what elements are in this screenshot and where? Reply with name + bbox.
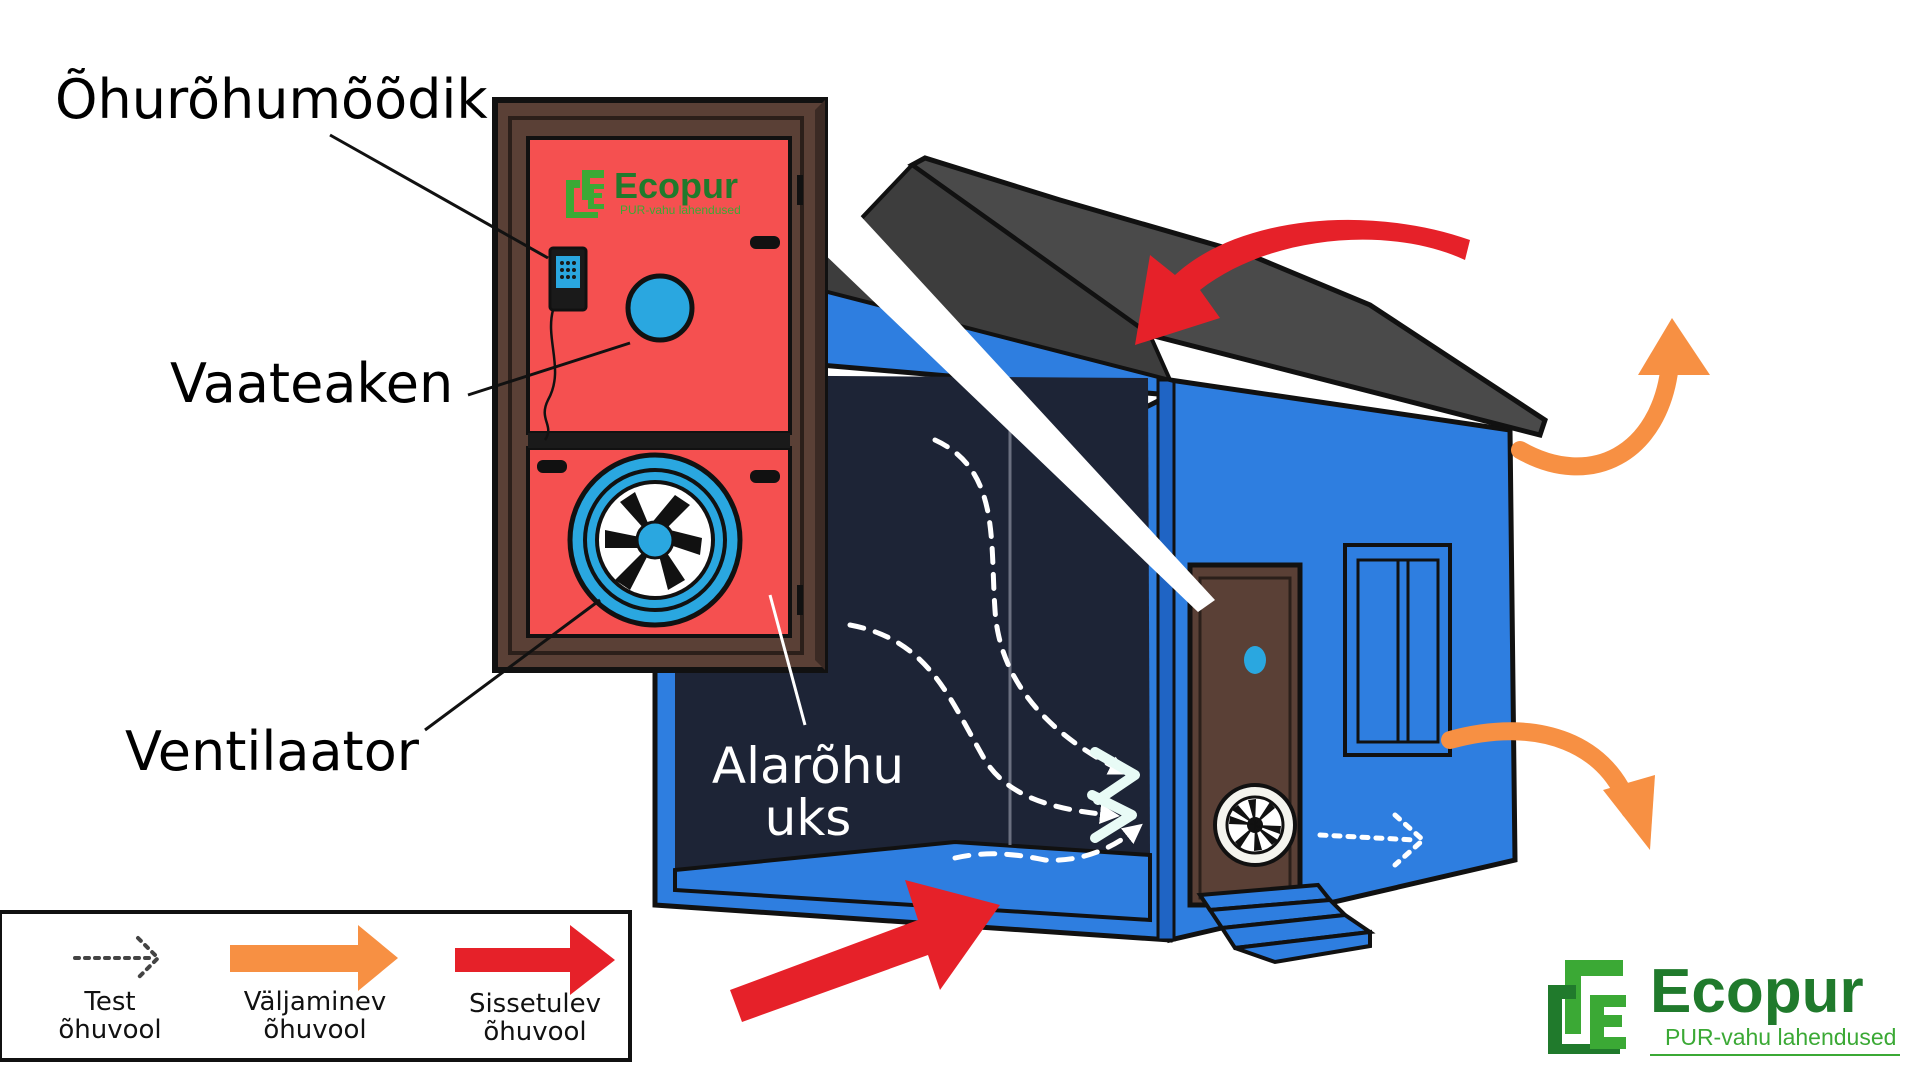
label-pressure-meter: Õhurõhumõõdik (55, 68, 488, 131)
legend-test-arrow (73, 936, 161, 980)
legend-box (0, 910, 632, 1062)
test-airflow-out (1317, 812, 1427, 868)
brand-logo: Ecopur PUR-vahu lahendused (1548, 957, 1900, 1056)
legend-in-line1: Sissetulev (469, 989, 601, 1019)
label-fan: Ventilaator (125, 720, 420, 783)
legend-out-line1: Väljaminev (244, 987, 387, 1017)
ecopur-logo-icon (566, 170, 604, 218)
house-roof (907, 155, 1548, 439)
fan-icon (567, 452, 743, 628)
label-door-line1: Alarõhu (712, 737, 904, 795)
house-window (1343, 543, 1452, 757)
test-airflow-chevrons (1087, 747, 1140, 843)
legend-outgoing-arrow (230, 925, 398, 991)
legend-out-line2: õhuvool (263, 1015, 366, 1045)
legend: Test õhuvool Väljaminev õhuvool Sissetul… (0, 910, 632, 1062)
light-beam (818, 210, 1215, 612)
legend-incoming-arrow (455, 925, 615, 995)
house-front-door (1187, 562, 1303, 908)
brand-logo-tagline: PUR-vahu lahendused (1665, 1024, 1896, 1050)
test-airflow-paths (847, 437, 1143, 863)
door-fan-icon (1213, 783, 1297, 867)
incoming-air-arrows (730, 219, 1470, 1022)
incoming-arrow-roof (1135, 219, 1470, 345)
outgoing-arrow-roof (1511, 356, 1679, 476)
blower-door: Ecopur PUR-vahu lahendused (492, 97, 828, 673)
house-corner (1156, 378, 1176, 942)
house-steps (1196, 882, 1376, 965)
callout-lines (329, 133, 807, 732)
legend-test-line2: õhuvool (58, 1015, 161, 1045)
label-viewing-window: Vaateaken (170, 352, 453, 415)
house-floor (673, 839, 1152, 923)
ecopur-logo-icon (1548, 960, 1626, 1054)
incoming-arrow-floor (730, 880, 1000, 1022)
pressure-gauge-icon (543, 246, 588, 441)
viewing-window (625, 273, 695, 343)
door-logo-name: Ecopur (614, 165, 738, 206)
legend-in-line2: õhuvool (483, 1017, 586, 1047)
blower-door-logo: Ecopur PUR-vahu lahendused (566, 165, 741, 218)
outgoing-arrow-roof-head (1638, 318, 1710, 375)
legend-test-line1: Test (83, 987, 135, 1017)
label-door-line2: uks (765, 789, 852, 847)
outgoing-arrow-wall-head (1603, 775, 1655, 850)
brand-logo-name: Ecopur (1650, 957, 1864, 1026)
door-logo-tagline: PUR-vahu lahendused (620, 203, 741, 217)
